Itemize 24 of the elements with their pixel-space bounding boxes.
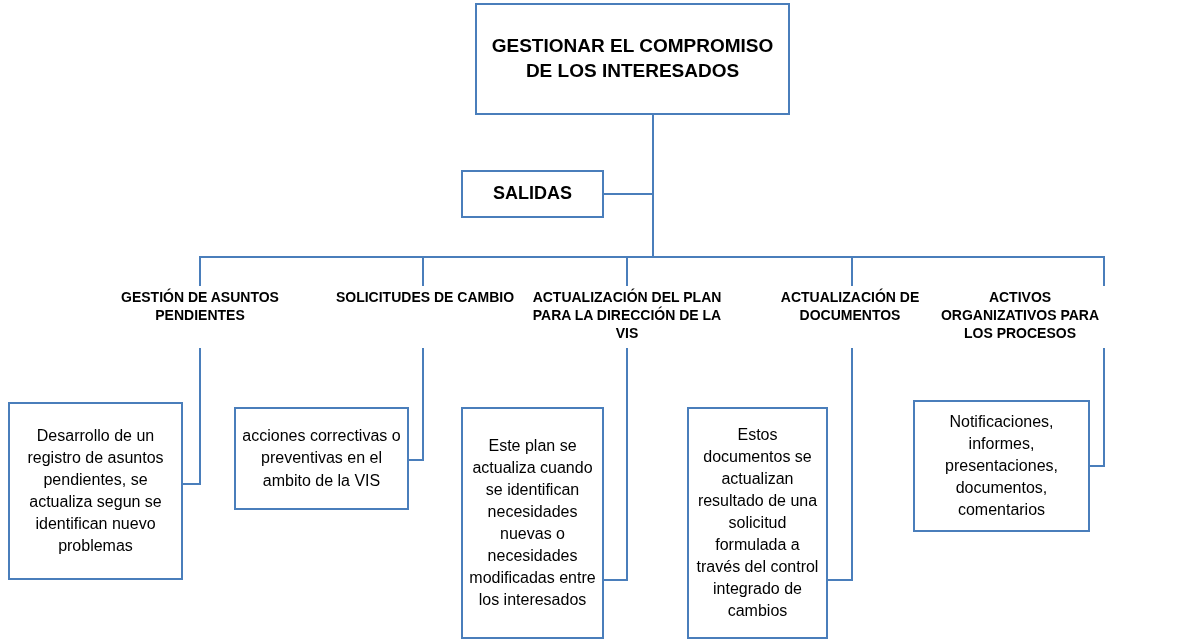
- box-text: Este plan se actualiza cuando se identifican necesidades nuevas o necesidades modificadas entre los interesados: [468, 435, 597, 611]
- title-box: [475, 3, 790, 115]
- category-heading: SOLICITUDES DE CAMBIO: [335, 288, 515, 307]
- box-text: acciones correctivas o preventivas en el ambito de la VIS: [241, 426, 402, 491]
- connector-line: [182, 347, 201, 485]
- connector-line: [408, 347, 424, 461]
- description-box: [234, 407, 409, 510]
- connector-line: [603, 347, 628, 581]
- connector-line: [827, 347, 853, 581]
- description-box: [461, 407, 604, 639]
- section-box: [461, 170, 604, 218]
- category-heading: ACTUALIZACIÓN DEL PLAN PARA LA DIRECCIÓN DE LA VIS: [531, 288, 723, 343]
- box-text: GESTIONAR EL COMPROMISO DE LOS INTERESADOS: [491, 34, 774, 83]
- description-box: [8, 402, 183, 580]
- box-text: SALIDAS: [493, 182, 572, 206]
- category-heading: ACTUALIZACIÓN DE DOCUMENTOS: [779, 288, 921, 325]
- box-text: Desarrollo de un registro de asuntos pendientes, se actualiza segun se identifican nuevo problemas: [26, 425, 165, 557]
- category-heading: ACTIVOS ORGANIZATIVOS PARA LOS PROCESOS: [939, 288, 1101, 343]
- category-heading: GESTIÓN DE ASUNTOS PENDIENTES: [120, 288, 280, 325]
- description-box: [913, 400, 1090, 532]
- connector-line: [1089, 347, 1105, 467]
- box-text: Estos documentos se actualizan resultado de una solicitud formulada a través del control integrado de cambios: [695, 424, 820, 622]
- box-text: Notificaciones, informes, presentaciones, documentos, comentarios: [944, 411, 1059, 521]
- description-box: [687, 407, 828, 639]
